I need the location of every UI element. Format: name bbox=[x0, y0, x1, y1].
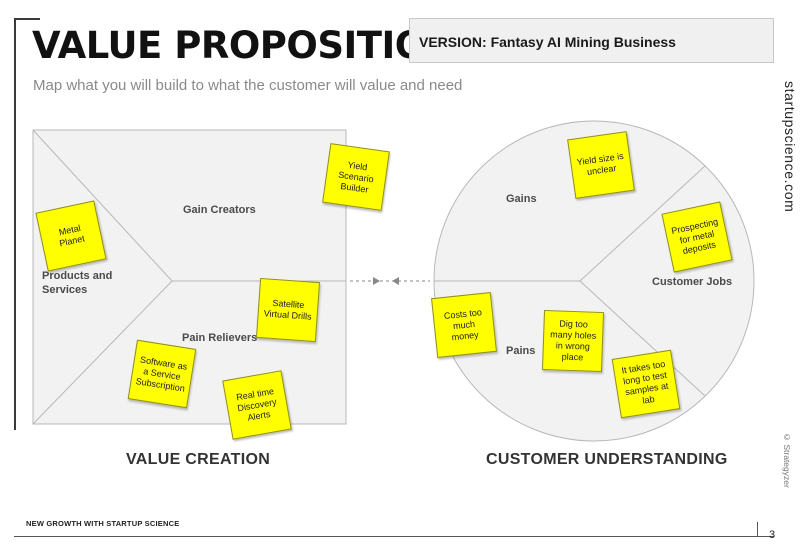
version-box: VERSION: Fantasy AI Mining Business bbox=[409, 18, 774, 63]
footer-separator bbox=[757, 522, 758, 537]
customer-profile-divider-top bbox=[579, 165, 706, 282]
top-accent-rule bbox=[14, 18, 40, 20]
customer-jobs-label: Customer Jobs bbox=[652, 276, 733, 288]
postit-test-samples: It takes too long to test samples at lab bbox=[611, 349, 681, 419]
fit-arrow-right-head bbox=[373, 277, 380, 285]
postit-yield-scenario-builder: Yield Scenario Builder bbox=[322, 143, 390, 211]
postit-realtime-alerts: Real time Discovery Alerts bbox=[222, 370, 292, 440]
page-number: 3 bbox=[769, 529, 776, 541]
brand-url: startupscience.com bbox=[782, 81, 798, 213]
pains-label: Pains bbox=[506, 345, 536, 357]
value-creation-label: VALUE CREATION bbox=[126, 451, 271, 468]
value-map-divider-bottom bbox=[32, 280, 173, 425]
postit-dig-holes: Dig too many holes in wrong place bbox=[541, 309, 605, 373]
gain-creators-label: Gain Creators bbox=[183, 204, 256, 216]
pain-relievers-label: Pain Relievers bbox=[182, 332, 258, 344]
footer-rule bbox=[14, 536, 774, 537]
customer-understanding-label: CUSTOMER UNDERSTANDING bbox=[486, 451, 728, 468]
postit-software-subscription: Software as a Service Subscription bbox=[127, 339, 197, 409]
postit-prospecting: Prospecting for metal deposits bbox=[661, 201, 733, 273]
page-subtitle: Map what you will build to what the cust… bbox=[33, 77, 463, 94]
fit-arrow-left-head bbox=[392, 277, 399, 285]
left-accent-rule bbox=[14, 18, 16, 430]
value-map-divider-top bbox=[32, 129, 173, 282]
copyright-text: © Strategyzer bbox=[782, 432, 792, 488]
footer-text: NEW GROWTH WITH STARTUP SCIENCE bbox=[26, 519, 180, 528]
postit-costs-money: Costs too much money bbox=[431, 292, 497, 358]
customer-profile-divider-bottom bbox=[579, 280, 706, 397]
postit-metal-planet: Metal Planet bbox=[35, 200, 107, 272]
gains-label: Gains bbox=[506, 193, 537, 205]
products-services-label: Products and Services bbox=[42, 270, 113, 296]
version-text: VERSION: Fantasy AI Mining Business bbox=[419, 34, 676, 50]
page-title: VALUE PROPOSITION bbox=[32, 24, 457, 67]
postit-yield-unclear: Yield size is unclear bbox=[567, 131, 635, 199]
postit-satellite-virtual-drills: Satellite Virtual Drills bbox=[255, 277, 321, 343]
